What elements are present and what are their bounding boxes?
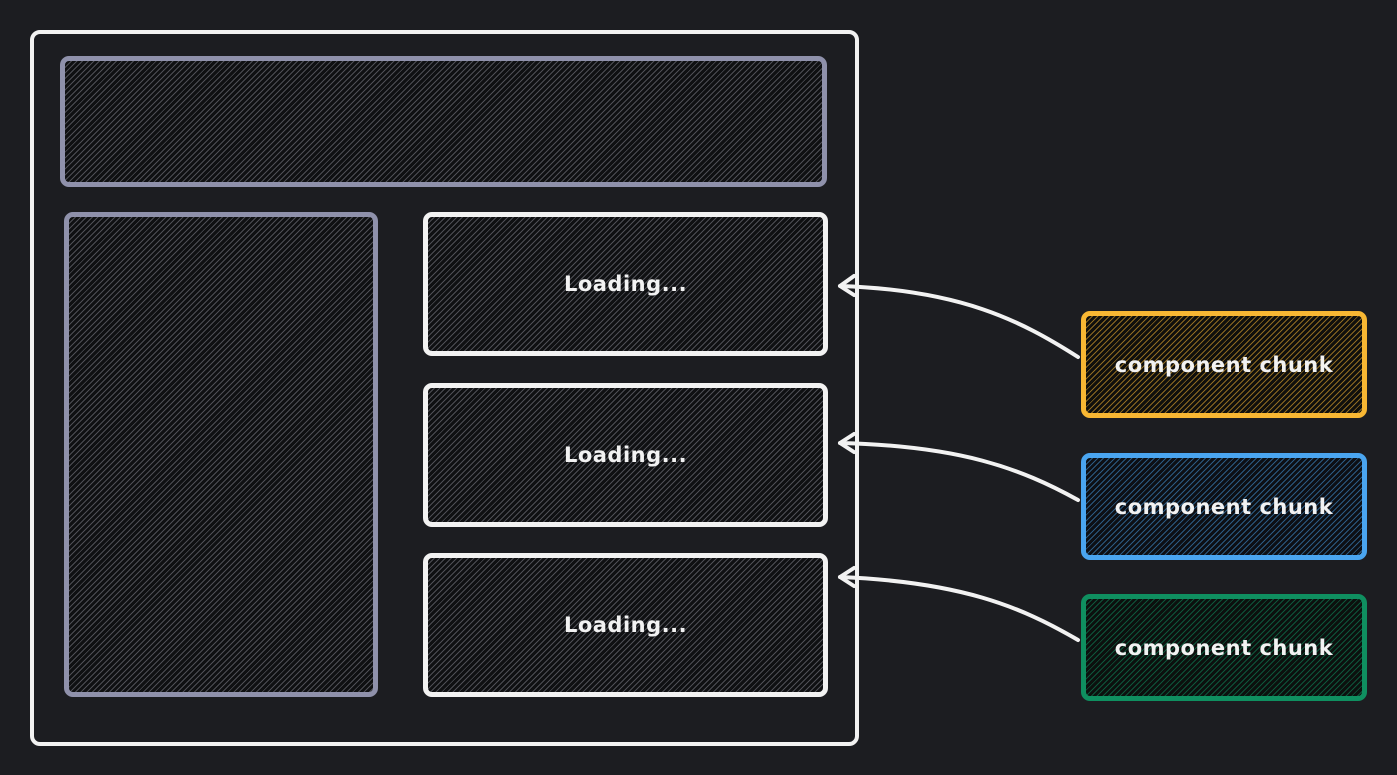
- loading-slot-1: Loading...: [423, 212, 828, 356]
- component-chunk-3: component chunk: [1081, 594, 1367, 701]
- loading-label: Loading...: [563, 443, 688, 467]
- header-placeholder: [60, 56, 827, 187]
- arrow-3: [838, 575, 1080, 642]
- component-chunk-1: component chunk: [1081, 311, 1367, 418]
- sidebar-placeholder: [64, 212, 378, 697]
- loading-label: Loading...: [563, 272, 688, 296]
- loading-slot-2: Loading...: [423, 383, 828, 527]
- chunk-label: component chunk: [1114, 635, 1334, 660]
- chunk-label: component chunk: [1114, 352, 1334, 377]
- chunk-label: component chunk: [1114, 494, 1334, 519]
- component-chunk-2: component chunk: [1081, 453, 1367, 560]
- arrow-2: [838, 441, 1080, 502]
- arrow-1: [838, 284, 1080, 359]
- loading-slot-3: Loading...: [423, 553, 828, 697]
- loading-label: Loading...: [563, 613, 688, 637]
